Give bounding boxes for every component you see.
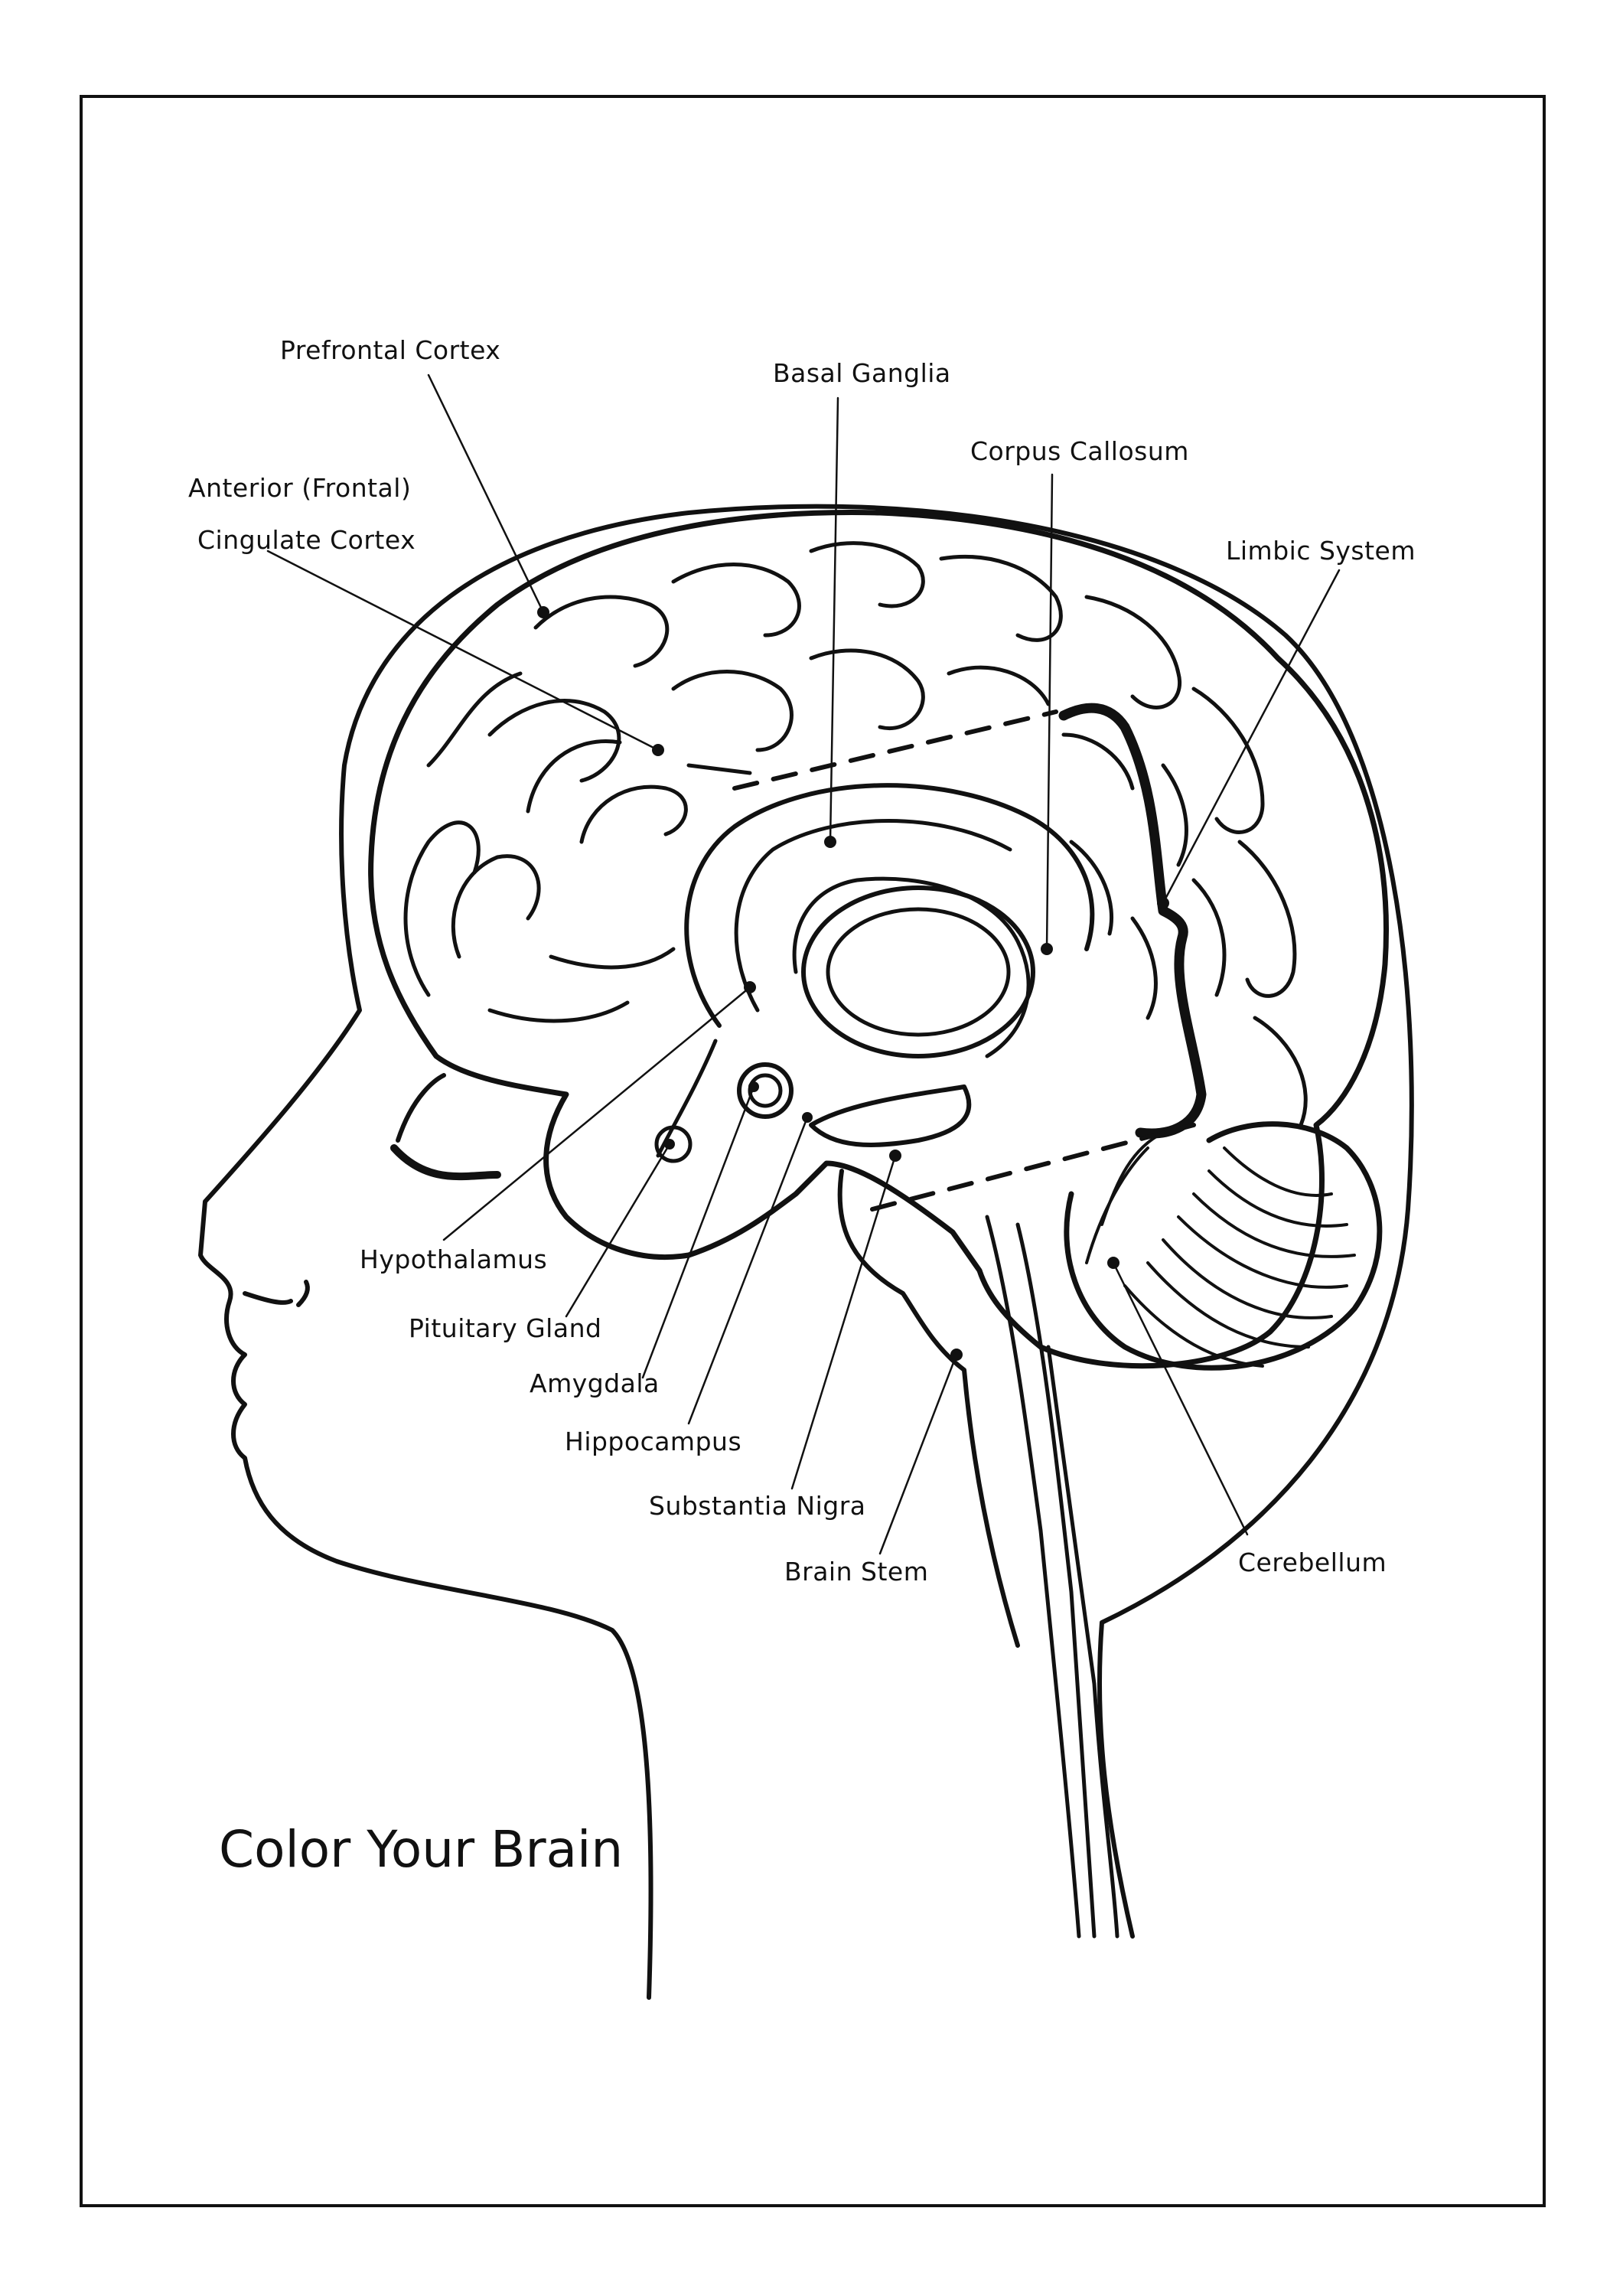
eye-line bbox=[390, 1144, 501, 1181]
label-dots bbox=[537, 606, 1169, 1361]
label-prefrontal-cortex: Prefrontal Cortex bbox=[280, 335, 501, 365]
label-limbic-system: Limbic System bbox=[1226, 536, 1416, 566]
leader-lines bbox=[266, 373, 1341, 1555]
brain-stem-outline bbox=[837, 1169, 1020, 1648]
amygdala-shape bbox=[737, 1062, 794, 1119]
corpus-callosum-outer bbox=[684, 783, 1095, 1028]
label-anterior-frontal: Anterior (Frontal) bbox=[188, 473, 412, 503]
page-title: Color Your Brain bbox=[219, 1820, 624, 1879]
cerebellum-outline bbox=[1064, 1121, 1383, 1371]
label-cingulate-cortex: Cingulate Cortex bbox=[197, 525, 416, 555]
label-brain-stem: Brain Stem bbox=[784, 1557, 929, 1587]
label-hypothalamus: Hypothalamus bbox=[360, 1244, 548, 1274]
gyri bbox=[403, 541, 1308, 1127]
thalamus-oval bbox=[801, 885, 1035, 1058]
head-profile bbox=[198, 504, 1414, 2000]
cerebrum-outline bbox=[368, 510, 1389, 1369]
label-basal-ganglia: Basal Ganglia bbox=[773, 358, 951, 388]
hippocampus-shape bbox=[809, 1084, 972, 1147]
cerebellum-folia bbox=[1085, 1131, 1356, 1368]
label-pituitary-gland: Pituitary Gland bbox=[409, 1313, 602, 1343]
nose-tip bbox=[296, 1280, 310, 1307]
corpus-callosum-inner bbox=[734, 819, 1012, 1013]
label-corpus-callosum: Corpus Callosum bbox=[970, 436, 1189, 466]
label-amygdala: Amygdala bbox=[530, 1368, 660, 1398]
label-hippocampus: Hippocampus bbox=[565, 1427, 742, 1456]
label-substantia-nigra: Substantia Nigra bbox=[649, 1491, 866, 1521]
eye-lid bbox=[396, 1073, 446, 1143]
page-border bbox=[80, 95, 1546, 2207]
section-dashes bbox=[732, 709, 1058, 791]
nose-mark bbox=[243, 1291, 293, 1305]
limbic-system-line bbox=[1058, 703, 1207, 1139]
label-cerebellum: Cerebellum bbox=[1238, 1548, 1387, 1577]
